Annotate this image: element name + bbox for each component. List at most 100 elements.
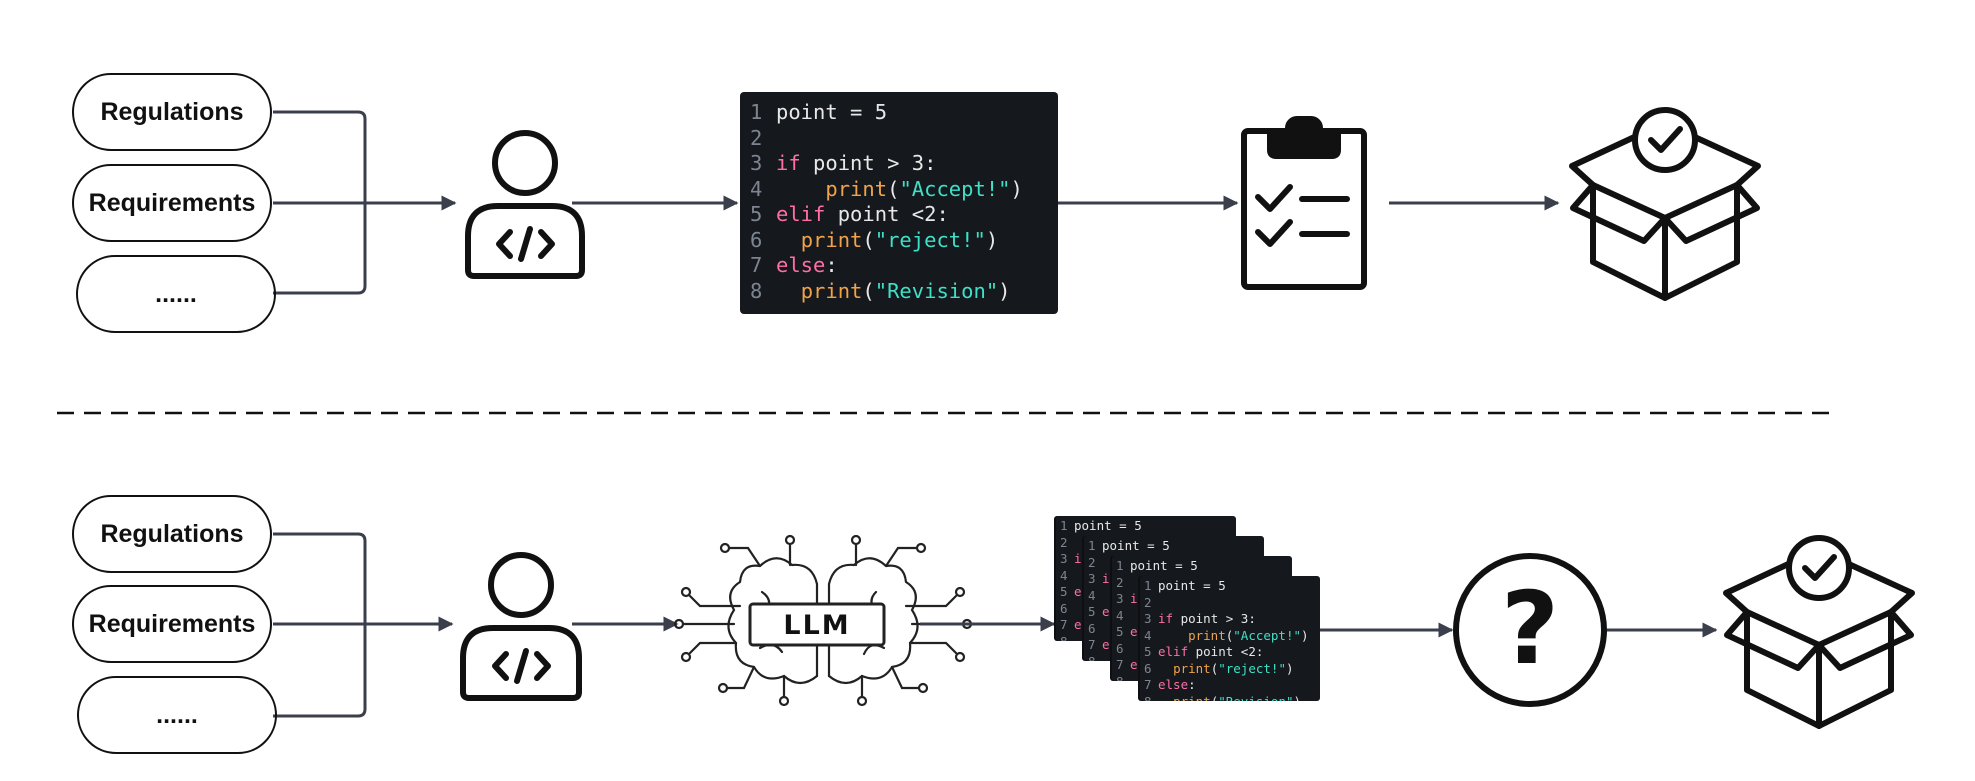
line-number: 3 [750, 151, 763, 175]
code-token: "reject!" [1218, 660, 1286, 676]
code-token [1158, 661, 1173, 676]
code-token [776, 177, 825, 201]
input-regulations-top: Regulations [72, 73, 272, 151]
code-token: ) [1301, 627, 1309, 643]
code-token: point = 5 [776, 100, 888, 124]
code-token: point = 5 [1130, 558, 1198, 573]
input-label: Requirements [88, 609, 256, 638]
line-number: 8 [1088, 653, 1096, 662]
input-regulations-bottom: Regulations [72, 495, 272, 573]
input-more-bottom: ...... [77, 676, 277, 754]
code-line: 2 [750, 126, 1058, 152]
line-number: 5 [1144, 644, 1152, 659]
line-number: 8 [750, 278, 763, 303]
code-line: 4 print("Accept!") [750, 177, 1058, 203]
line-number: 1 [1116, 558, 1124, 573]
line-number: 1 [750, 100, 763, 124]
code-token: print [800, 278, 863, 303]
code-token: ) [1285, 660, 1294, 676]
code-token: "Accept!" [899, 176, 1011, 201]
line-number: 1 [1060, 518, 1068, 533]
code-token: point = 5 [1158, 578, 1226, 593]
line-number: 5 [1116, 624, 1124, 639]
line-number: 8 [1116, 673, 1124, 682]
code-line: 6 print("reject!") [1144, 661, 1320, 678]
code-line: 2 [1088, 555, 1264, 572]
code-token: point > 3: [1173, 611, 1256, 626]
code-token: "Accept!" [1233, 627, 1302, 643]
line-number: 3 [1144, 611, 1152, 626]
line-number: 3 [1060, 551, 1068, 566]
developer-icon [465, 130, 585, 279]
input-more-top: ...... [76, 255, 276, 333]
code-token [1158, 694, 1173, 702]
code-token: point <2: [1188, 644, 1264, 659]
code-token: elif [1158, 644, 1189, 659]
clipboard-checklist-icon [1241, 116, 1367, 290]
line-number: 2 [1144, 594, 1152, 610]
input-label: ...... [156, 700, 198, 729]
bottom-input-merge-bracket [273, 532, 367, 718]
line-number: 5 [1088, 604, 1096, 619]
line-number: 1 [1144, 578, 1152, 593]
developer-icon-bottom [460, 552, 582, 701]
line-number: 4 [750, 176, 763, 201]
code-token: else [776, 253, 826, 277]
line-number: 2 [750, 125, 763, 150]
code-token: "Revision" [874, 278, 999, 303]
question-circle-icon: ? [1453, 553, 1607, 707]
code-token: ( [862, 227, 875, 252]
code-token: print [1188, 627, 1226, 643]
code-token: print [800, 227, 863, 252]
code-token: ( [1210, 693, 1219, 702]
line-number: 4 [1088, 587, 1096, 603]
code-token: ( [1225, 627, 1234, 643]
line-number: 7 [750, 253, 763, 277]
code-line: 1 point = 5 [1088, 538, 1264, 555]
line-number: 4 [1144, 627, 1152, 643]
code-line: 1 point = 5 [750, 100, 1058, 126]
approved-box-icon-bottom [1723, 535, 1915, 729]
code-token: "Revision" [1218, 693, 1294, 702]
code-line: 6 print("reject!") [750, 228, 1058, 254]
line-number: 5 [750, 202, 763, 226]
line-number: 6 [750, 227, 763, 252]
code-token: point > 3: [800, 151, 937, 175]
code-token: if [1158, 611, 1174, 626]
code-token: ) [1010, 176, 1023, 201]
code-line: 2 [1060, 535, 1236, 552]
line-number: 1 [1088, 538, 1096, 553]
code-line: 4 print("Accept!") [1144, 628, 1320, 645]
code-line: 2 [1144, 595, 1320, 612]
line-number: 4 [1116, 607, 1124, 623]
code-line: 5 elif point <2: [1144, 644, 1320, 661]
input-label: Regulations [100, 97, 244, 126]
line-number: 8 [1060, 633, 1068, 642]
line-number: 4 [1060, 567, 1068, 583]
code-line: 1 point = 5 [1144, 578, 1320, 595]
line-number: 6 [1116, 640, 1124, 656]
question-mark: ? [1501, 570, 1559, 687]
line-number: 7 [1116, 657, 1124, 672]
code-line: 8 print("Revision") [1144, 694, 1320, 702]
line-number: 8 [1144, 693, 1152, 702]
line-number: 7 [1060, 617, 1068, 632]
line-number: 5 [1060, 584, 1068, 599]
line-number: 2 [1088, 554, 1096, 570]
input-requirements-bottom: Requirements [72, 585, 272, 663]
code-token [1158, 628, 1188, 643]
code-token: ( [1210, 660, 1219, 676]
llm-label-box [748, 602, 886, 647]
input-label: Regulations [100, 519, 244, 548]
line-number: 3 [1116, 591, 1124, 606]
code-token: point = 5 [1102, 538, 1170, 553]
